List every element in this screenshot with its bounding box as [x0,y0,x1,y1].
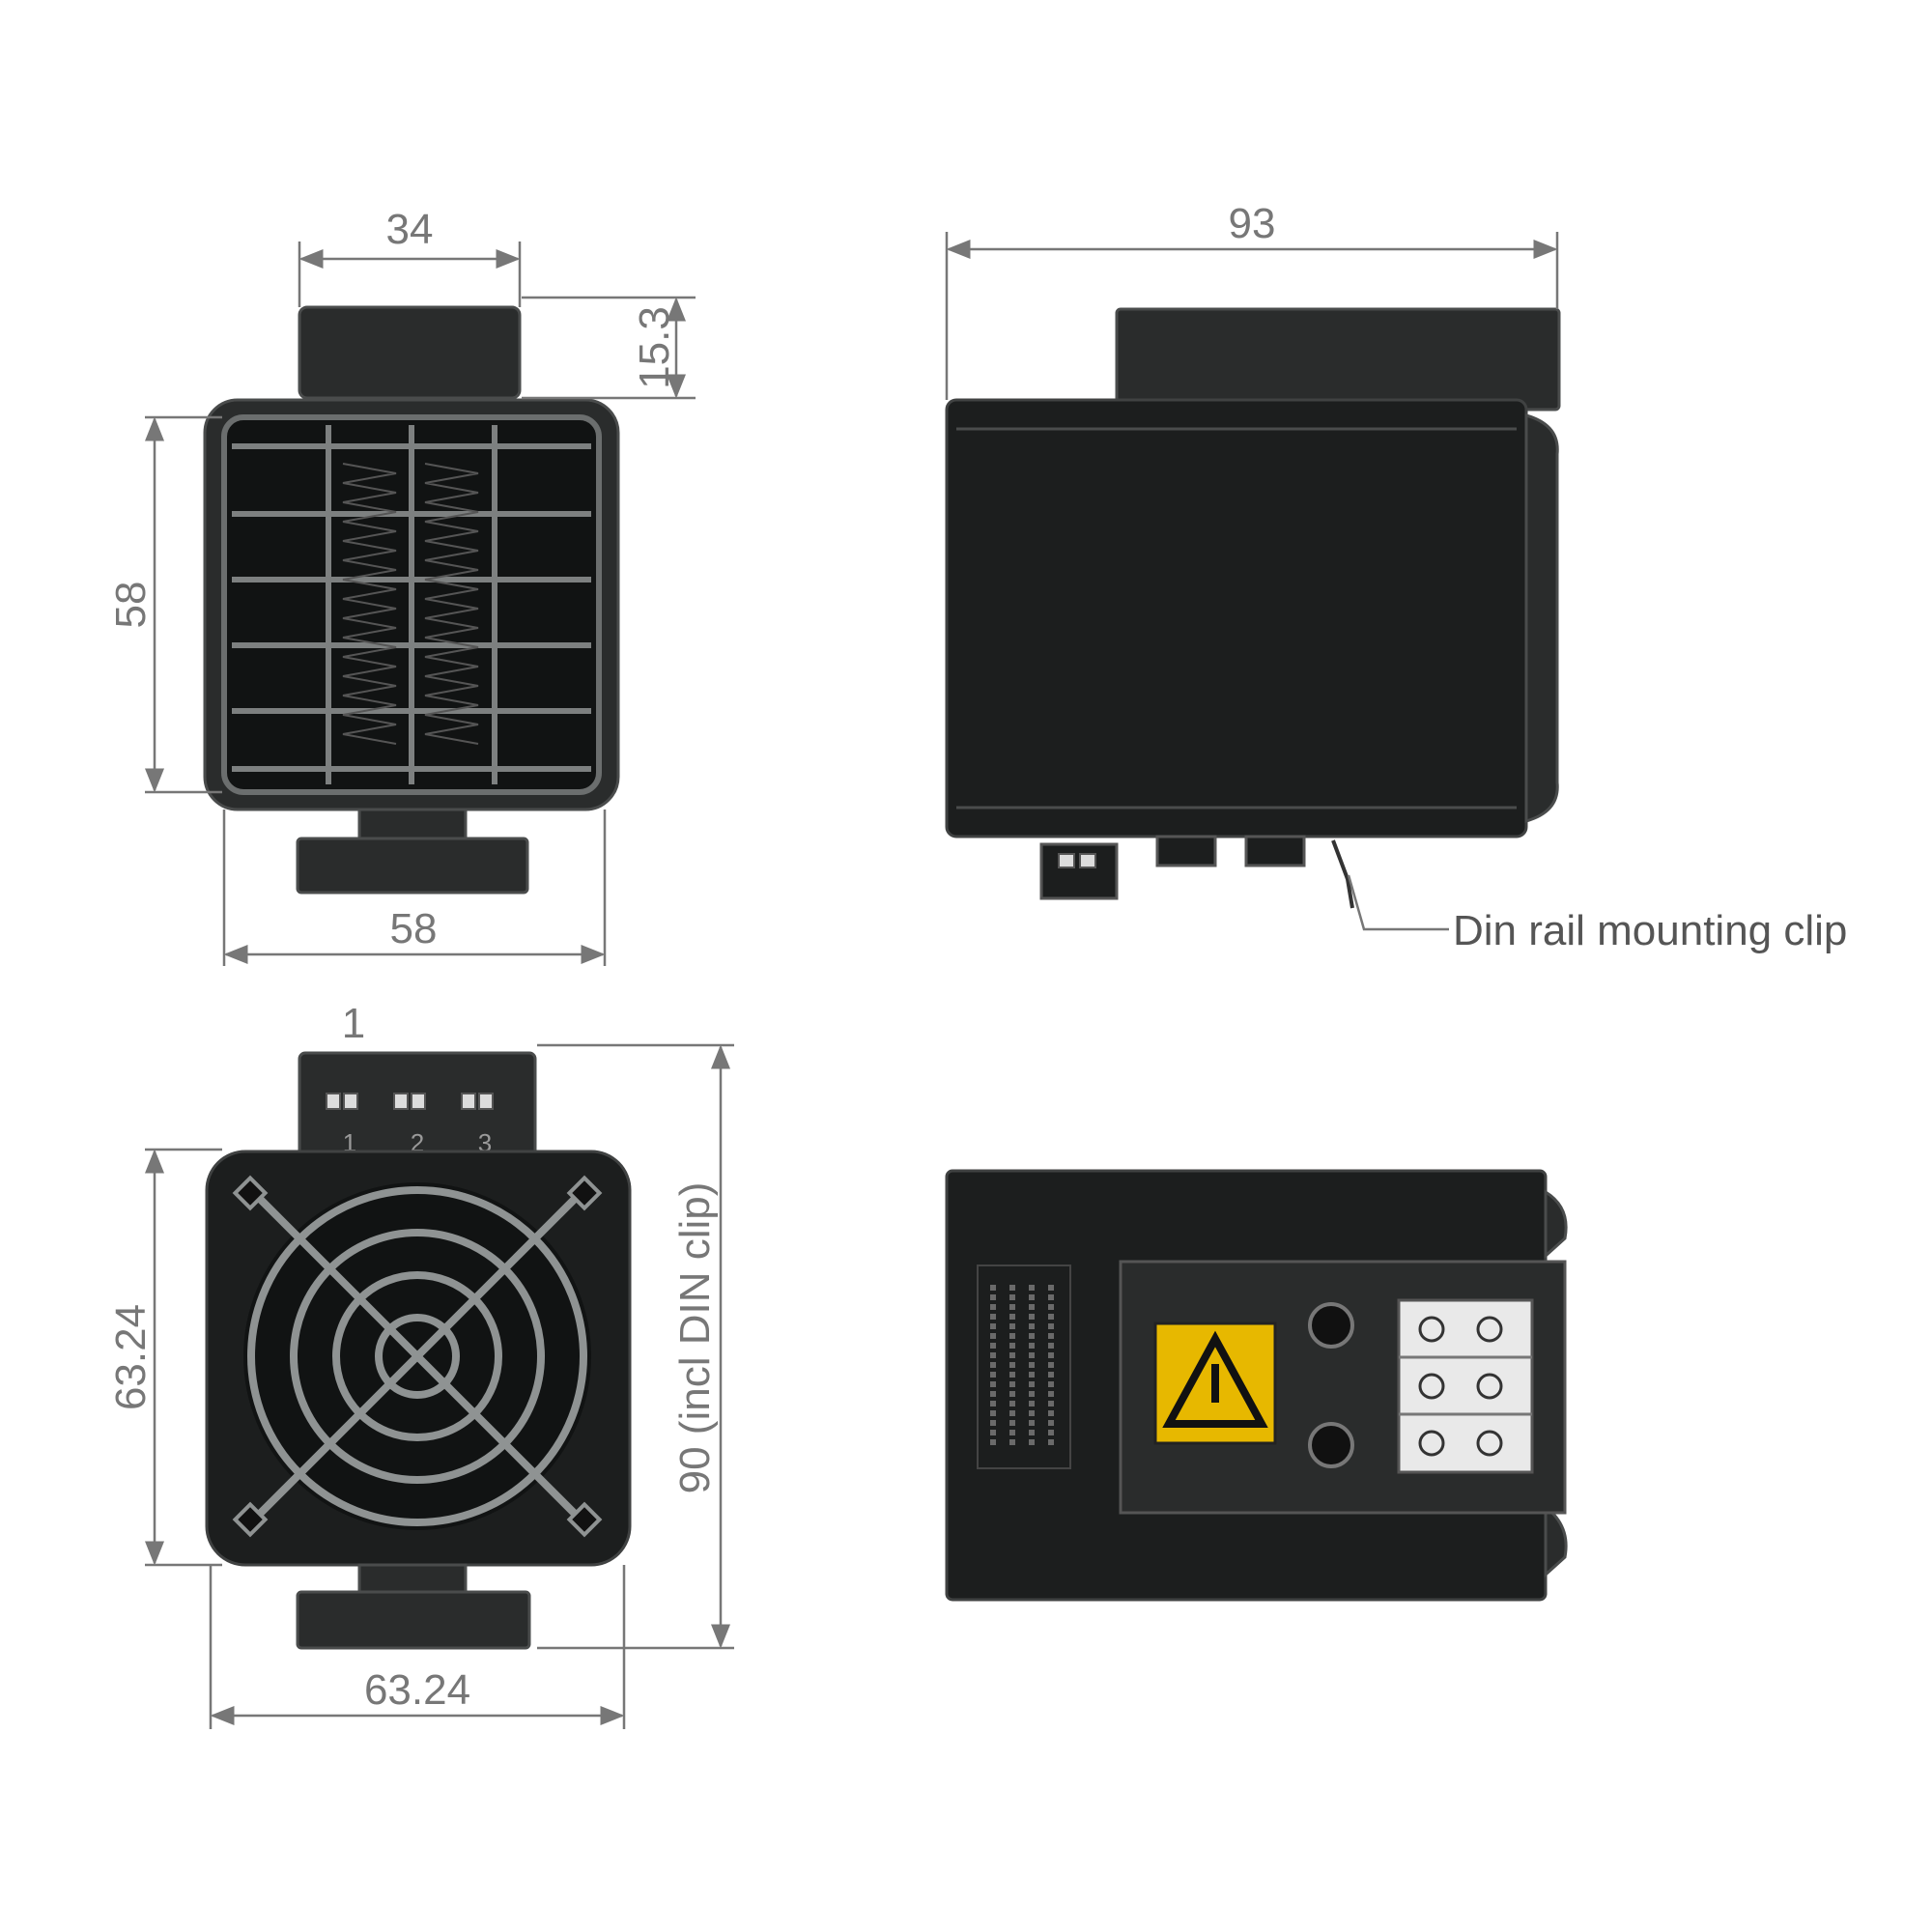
fan-guard [243,1182,591,1530]
bottom-end-cap-top [1544,1189,1568,1260]
side-clip-middle [1155,835,1217,867]
side-clip-right [1244,835,1306,867]
bottom-terminal-strip [1397,1298,1534,1474]
side-housing [945,398,1528,838]
front-view [203,305,620,895]
dim-63-24-horizontal: 63.24 [364,1666,470,1714]
rear-din-clip [296,1590,531,1650]
side-connector [1115,307,1561,412]
front-din-clip [296,837,529,895]
terminal-1-label: 1 [342,1000,365,1047]
rear-view: 1 2 3 [205,1051,632,1650]
dim-58-horizontal: 58 [390,905,438,952]
dim-63-24-vertical: 63.24 [107,1304,155,1410]
front-dimensions: 34 15.3 58 58 [107,206,696,966]
front-top-connector [298,305,522,400]
rear-dimensions: 1 63.24 90 (incl DIN clip) 63.24 [107,1000,734,1729]
side-dimensions: 93 Din rail mounting clip [945,200,1847,954]
din-rail-clip-label: Din rail mounting clip [1453,907,1847,954]
dim-90-incl-din-clip: 90 (incl DIN clip) [671,1182,719,1494]
dim-58-vertical: 58 [107,582,155,629]
side-view [945,307,1561,909]
dim-34: 34 [386,206,434,253]
side-clip-left [1039,842,1119,900]
rear-clip-neck [357,1563,468,1596]
mounting-holes [232,1175,603,1538]
front-grille [232,425,591,784]
front-clip-neck [357,808,468,842]
bottom-view [945,1169,1568,1602]
warning-triangle-icon [1162,1330,1268,1428]
side-end-cap [1524,413,1559,823]
dim-93: 93 [1229,200,1276,247]
bottom-end-cap-bottom [1544,1503,1568,1578]
dim-15-3: 15.3 [631,306,678,389]
